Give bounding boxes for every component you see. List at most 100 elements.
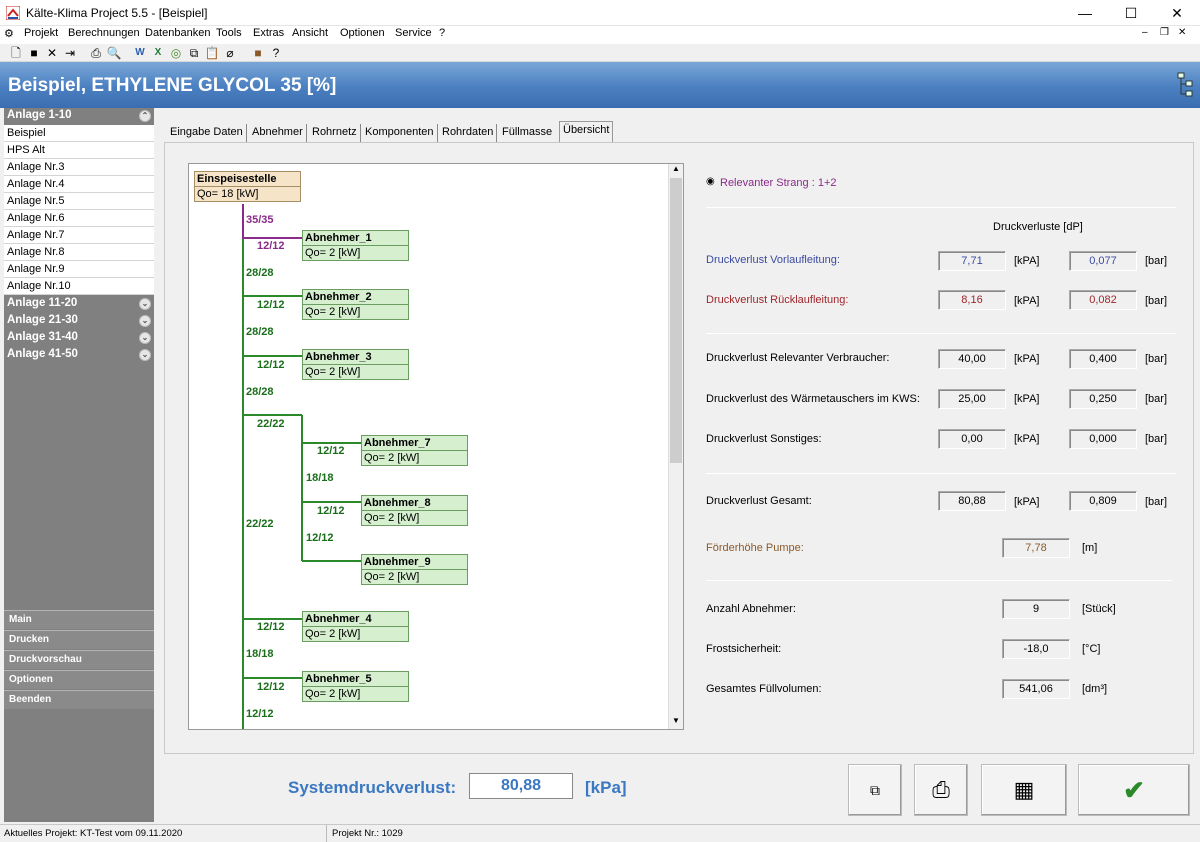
gesamt-bar-field: 0,809 bbox=[1069, 491, 1137, 511]
node-capacity: Qo= 2 [kW] bbox=[364, 512, 420, 524]
relevant-strand-label: Relevanter Strang : 1+2 bbox=[720, 177, 837, 189]
main-button[interactable]: Main bbox=[4, 610, 154, 629]
tab-fuellmasse[interactable]: Füllmasse bbox=[502, 126, 553, 138]
row-label: Druckverlust Sonstiges: bbox=[706, 433, 822, 445]
sidebar-item[interactable]: Anlage Nr.8 bbox=[4, 244, 154, 261]
sidebar-group-anlage-31-40[interactable]: Anlage 31-40⌄ bbox=[4, 330, 154, 347]
refresh-icon[interactable]: ◎ bbox=[170, 46, 182, 60]
mdi-close-button[interactable]: ✕ bbox=[1178, 27, 1187, 38]
beenden-button[interactable]: Beenden bbox=[4, 690, 154, 709]
new-file-icon[interactable]: 🗋 bbox=[11, 46, 21, 60]
scroll-thumb[interactable] bbox=[670, 178, 682, 463]
print-button[interactable]: ⎙ bbox=[914, 764, 968, 816]
tree-structure-icon[interactable] bbox=[1176, 72, 1194, 98]
sidebar-item[interactable]: Anlage Nr.4 bbox=[4, 176, 154, 193]
pipe-label: 18/18 bbox=[306, 472, 334, 484]
help-icon[interactable]: ? bbox=[272, 46, 280, 60]
unit-kpa: [kPA] bbox=[1014, 496, 1040, 508]
waermetauscher-kpa-field: 25,00 bbox=[938, 389, 1006, 409]
status-bar: Aktuelles Projekt: KT-Test vom 09.11.202… bbox=[0, 824, 1200, 842]
checkmark-icon: ✔ bbox=[1123, 775, 1145, 805]
excel-icon[interactable]: X bbox=[154, 47, 162, 58]
sidebar-item[interactable]: HPS Alt bbox=[4, 142, 154, 159]
package-icon[interactable]: ■ bbox=[254, 46, 262, 60]
header-banner: Beispiel, ETHYLENE GLYCOL 35 [%] bbox=[0, 62, 1200, 108]
minimize-button[interactable]: — bbox=[1078, 5, 1092, 21]
sidebar-item[interactable]: Anlage Nr.5 bbox=[4, 193, 154, 210]
menu-extras[interactable]: Extras bbox=[253, 27, 285, 39]
node-name: Abnehmer_9 bbox=[362, 555, 467, 570]
print-preview-icon[interactable]: 🔍 bbox=[106, 46, 122, 60]
menu-service[interactable]: Service bbox=[395, 27, 432, 39]
menu-berechnungen[interactable]: Berechnungen bbox=[68, 27, 140, 39]
tab-komponenten[interactable]: Komponenten bbox=[362, 124, 438, 142]
copy-icon[interactable]: ⧉ bbox=[189, 46, 199, 60]
import-icon[interactable]: ⇥ bbox=[64, 46, 76, 60]
menu-datenbanken[interactable]: Datenbanken bbox=[145, 27, 211, 39]
menu-tools[interactable]: Tools bbox=[216, 27, 242, 39]
tab-rohrnetz[interactable]: Rohrnetz bbox=[309, 124, 361, 142]
clipboard-icon[interactable]: 📋 bbox=[204, 46, 220, 60]
calculate-button[interactable]: ▦ bbox=[981, 764, 1067, 816]
menu-optionen[interactable]: Optionen bbox=[340, 27, 385, 39]
sidebar-item[interactable]: Anlage Nr.10 bbox=[4, 278, 154, 295]
drucken-button[interactable]: Drucken bbox=[4, 630, 154, 649]
diagram-scrollbar[interactable]: ▲ ▼ bbox=[668, 164, 683, 729]
unit-bar: [bar] bbox=[1145, 353, 1168, 365]
pipe-label: 22/22 bbox=[246, 518, 274, 530]
sidebar-item[interactable]: Anlage Nr.7 bbox=[4, 227, 154, 244]
sonstiges-kpa-field: 0,00 bbox=[938, 429, 1006, 449]
sidebar-item[interactable]: Beispiel bbox=[4, 125, 154, 142]
scroll-down-icon[interactable]: ▼ bbox=[672, 716, 680, 725]
scroll-up-icon[interactable]: ▲ bbox=[672, 164, 680, 173]
maximize-button[interactable]: ☐ bbox=[1124, 5, 1138, 21]
mdi-restore-button[interactable]: ❐ bbox=[1160, 27, 1169, 38]
menu-projekt[interactable]: Projekt bbox=[24, 27, 59, 39]
tab-eingabe-daten[interactable]: Eingabe Daten bbox=[167, 124, 247, 142]
sidebar-group-anlage-1-10[interactable]: Anlage 1-10⌃ bbox=[4, 108, 154, 125]
menu-ansicht[interactable]: Ansicht bbox=[292, 27, 329, 39]
node-capacity: Qo= 18 [kW] bbox=[197, 188, 259, 200]
node-name: Abnehmer_4 bbox=[303, 612, 408, 627]
mdi-minimize-button[interactable]: – bbox=[1142, 27, 1148, 38]
menu-help[interactable]: ? bbox=[439, 27, 446, 39]
collapse-icon[interactable]: ⌃ bbox=[139, 110, 151, 122]
root-node[interactable]: Einspeisestelle Qo= 18 [kW] bbox=[194, 171, 301, 202]
sidebar-item[interactable]: Anlage Nr.3 bbox=[4, 159, 154, 176]
druckvorschau-button[interactable]: Druckvorschau bbox=[4, 650, 154, 669]
save-icon[interactable]: ■ bbox=[30, 46, 38, 60]
optionen-button[interactable]: Optionen bbox=[4, 670, 154, 689]
radio-selected-icon[interactable]: ◉ bbox=[706, 176, 715, 187]
tab-abnehmer[interactable]: Abnehmer bbox=[249, 124, 307, 142]
sidebar-item[interactable]: Anlage Nr.9 bbox=[4, 261, 154, 278]
sidebar-group-anlage-41-50[interactable]: Anlage 41-50⌄ bbox=[4, 347, 154, 364]
verbraucher-bar-field: 0,400 bbox=[1069, 349, 1137, 369]
close-button[interactable]: ✕ bbox=[1171, 5, 1183, 21]
sidebar-group-anlage-21-30[interactable]: Anlage 21-30⌄ bbox=[4, 313, 154, 330]
mdi-system-icon[interactable]: ⚙ bbox=[4, 28, 14, 40]
ok-button[interactable]: ✔ bbox=[1078, 764, 1190, 816]
sidebar-item[interactable]: Anlage Nr.6 bbox=[4, 210, 154, 227]
tab-rohrdaten[interactable]: Rohrdaten bbox=[439, 124, 498, 142]
word-icon[interactable]: W bbox=[135, 47, 145, 58]
print-icon[interactable]: ⎙ bbox=[91, 46, 101, 60]
sidebar-group-anlage-11-20[interactable]: Anlage 11-20⌄ bbox=[4, 296, 154, 313]
delete-icon[interactable]: ✕ bbox=[46, 46, 58, 60]
node-capacity: Qo= 2 [kW] bbox=[364, 571, 420, 583]
expand-icon[interactable]: ⌄ bbox=[139, 315, 151, 327]
tab-uebersicht[interactable]: Übersicht bbox=[559, 121, 614, 142]
fuell-label: Gesamtes Füllvolumen: bbox=[706, 683, 822, 695]
expand-icon[interactable]: ⌄ bbox=[139, 298, 151, 310]
attach-icon[interactable]: ⌀ bbox=[226, 46, 234, 60]
copy-button[interactable]: ⧉ bbox=[848, 764, 902, 816]
expand-icon[interactable]: ⌄ bbox=[139, 332, 151, 344]
expand-icon[interactable]: ⌄ bbox=[139, 349, 151, 361]
